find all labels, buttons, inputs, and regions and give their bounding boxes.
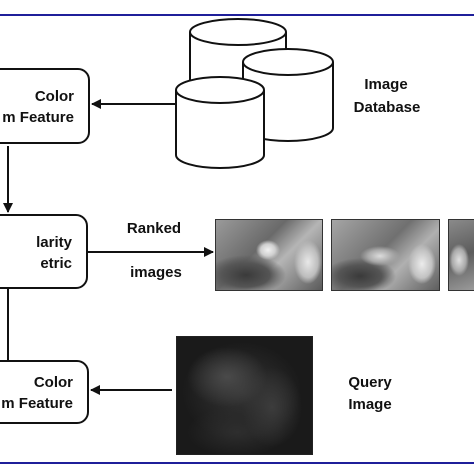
images-label: images bbox=[130, 264, 182, 281]
similarity-line2: etric bbox=[40, 255, 72, 272]
bottom-frame-line bbox=[0, 462, 474, 464]
color-histogram-feature-box-top: Color m Feature bbox=[0, 68, 90, 144]
box-top-line2: m Feature bbox=[2, 109, 74, 126]
ranked-image-thumbnail bbox=[448, 219, 474, 291]
box-top-line1: Color bbox=[34, 88, 74, 105]
query-image-label-line1: Query bbox=[348, 374, 392, 391]
color-histogram-feature-box-bottom: Color m Feature bbox=[0, 360, 89, 424]
top-frame-line bbox=[0, 14, 474, 16]
ranked-image-thumbnail bbox=[215, 219, 323, 291]
query-image-label-line2: Image bbox=[348, 396, 392, 413]
image-database-label-line2: Database bbox=[353, 99, 421, 116]
similarity-metric-box: larity etric bbox=[0, 214, 88, 289]
ranked-label: Ranked bbox=[126, 220, 182, 237]
image-database-label-line1: Image bbox=[364, 76, 408, 93]
similarity-line1: larity bbox=[36, 234, 72, 251]
query-image bbox=[176, 336, 313, 455]
database-cylinders-icon bbox=[175, 18, 334, 169]
box-bottom-line1: Color bbox=[33, 374, 73, 391]
box-bottom-line2: m Feature bbox=[1, 395, 73, 412]
ranked-image-thumbnail bbox=[331, 219, 440, 291]
